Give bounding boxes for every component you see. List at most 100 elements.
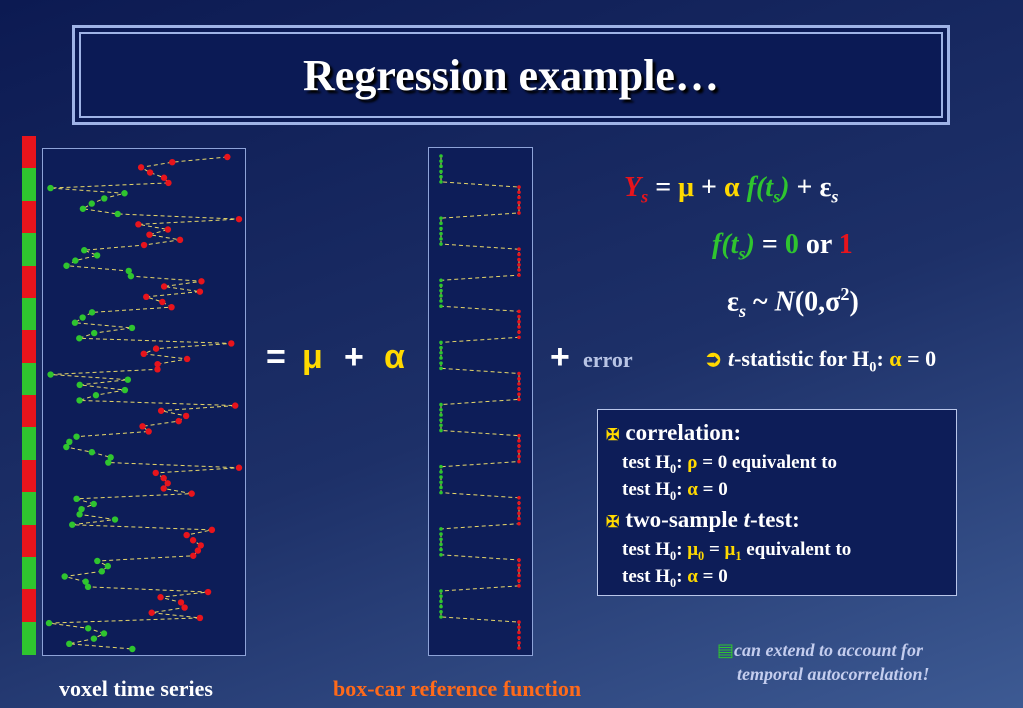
boxcar-point-green xyxy=(439,470,443,474)
boxcar-point-green xyxy=(439,594,443,599)
boxcar-point-green xyxy=(439,356,443,360)
voxel-point-red xyxy=(177,599,185,606)
voxel-point-red xyxy=(164,226,172,233)
boxcar-point-red xyxy=(517,563,521,567)
boxcar-point-red xyxy=(517,521,521,526)
voxel-point-green xyxy=(88,449,96,456)
stripe-block-red xyxy=(22,589,36,623)
boxcar-point-green xyxy=(439,361,443,365)
voxel-point-red xyxy=(197,542,204,549)
voxel-point-green xyxy=(84,625,92,632)
boxcar-point-green xyxy=(439,480,443,485)
voxel-point-red xyxy=(183,531,190,539)
voxel-point-green xyxy=(73,433,80,440)
voxel-point-green xyxy=(101,195,108,202)
model-equation: Ys = μ + α f(ts) + εs xyxy=(624,172,839,207)
voxel-point-red xyxy=(204,588,212,596)
boxcar-point-red xyxy=(517,496,521,500)
boxcar-point-green xyxy=(439,164,443,169)
voxel-point-red xyxy=(159,298,166,306)
voxel-point-red xyxy=(169,158,176,166)
stripe-block-red xyxy=(22,459,36,493)
stripe-block-green xyxy=(22,362,36,396)
boxcar-point-red xyxy=(517,330,521,334)
boxcar-point-green xyxy=(439,428,443,433)
voxel-point-red xyxy=(176,236,184,244)
voxel-point-green xyxy=(127,272,135,280)
boxcar-point-red xyxy=(517,635,521,640)
voxel-point-green xyxy=(128,324,136,332)
voxel-point-red xyxy=(224,153,231,161)
boxcar-point-green xyxy=(439,159,443,163)
boxcar-point-red xyxy=(517,371,521,376)
boxcar-plot-svg xyxy=(439,154,521,650)
voxel-point-green xyxy=(63,262,70,269)
voxel-point-green xyxy=(121,386,129,394)
boxcar-point-red xyxy=(517,376,521,381)
boxcar-point-red xyxy=(517,630,521,635)
voxel-point-green xyxy=(100,630,108,637)
stripe-block-red xyxy=(22,524,36,558)
voxel-point-red xyxy=(208,526,216,534)
boxcar-point-green xyxy=(439,278,443,283)
cross-bullet-icon: ✠ xyxy=(606,427,620,444)
voxel-point-red xyxy=(228,340,235,347)
stripe-block-green xyxy=(22,492,36,525)
boxcar-point-green xyxy=(439,351,443,355)
boxcar-point-red xyxy=(517,195,521,200)
voxel-point-red xyxy=(152,469,159,477)
boxcar-point-green xyxy=(439,615,443,619)
boxcar-point-green xyxy=(439,485,443,490)
voxel-point-green xyxy=(81,247,88,254)
stripe-block-green xyxy=(22,427,36,461)
voxel-point-green xyxy=(82,578,89,585)
boxcar-point-green xyxy=(439,283,443,288)
arrow-icon: ➲ xyxy=(704,346,723,371)
voxel-point-green xyxy=(90,329,98,337)
alpha-symbol: α xyxy=(384,338,405,376)
boxcar-point-red xyxy=(517,205,521,210)
boxcar-point-green xyxy=(439,294,443,298)
voxel-point-green xyxy=(71,319,79,326)
boxcar-point-red xyxy=(517,459,521,464)
boxcar-point-red xyxy=(517,439,521,443)
voxel-point-red xyxy=(232,402,239,409)
voxel-point-red xyxy=(188,490,195,497)
voxel-point-green xyxy=(125,267,132,275)
boxcar-point-green xyxy=(439,423,443,428)
boxcar-point-red xyxy=(517,387,521,391)
voxel-point-red xyxy=(164,480,171,487)
voxel-point-red xyxy=(139,423,146,430)
error-distribution: εs ~ N(0,σ2) xyxy=(727,284,859,321)
voxel-point-green xyxy=(114,210,121,218)
voxel-point-green xyxy=(47,371,54,378)
boxcar-point-red xyxy=(517,309,521,314)
voxel-point-green xyxy=(92,392,100,399)
boxcar-point-green xyxy=(439,418,443,422)
voxel-point-red xyxy=(235,215,243,223)
equals-sign: = xyxy=(266,338,286,376)
boxcar-point-red xyxy=(517,382,521,386)
boxcar-point-green xyxy=(439,552,443,557)
boxcar-point-green xyxy=(439,542,443,547)
boxcar-point-green xyxy=(439,154,443,158)
two-sample-heading: ✠two-sample t-test: xyxy=(606,507,800,532)
stripe-block-red xyxy=(22,265,36,299)
voxel-point-red xyxy=(135,221,142,228)
boxcar-point-green xyxy=(439,237,443,241)
condition-stripe xyxy=(22,136,36,655)
voxel-time-series-plot xyxy=(42,148,246,656)
stripe-block-red xyxy=(22,395,36,428)
boxcar-point-red xyxy=(517,252,521,257)
boxcar-point-green xyxy=(439,221,443,226)
boxcar-point-green xyxy=(439,490,443,495)
boxcar-point-green xyxy=(439,226,443,231)
voxel-point-red xyxy=(157,594,164,601)
boxcar-point-green xyxy=(439,366,443,371)
boxcar-line xyxy=(440,156,520,648)
boxcar-point-green xyxy=(439,169,443,174)
boxcar-point-green xyxy=(439,180,443,184)
voxel-point-green xyxy=(45,619,53,627)
boxcar-point-green xyxy=(439,609,443,614)
boxcar-point-green xyxy=(439,288,443,293)
